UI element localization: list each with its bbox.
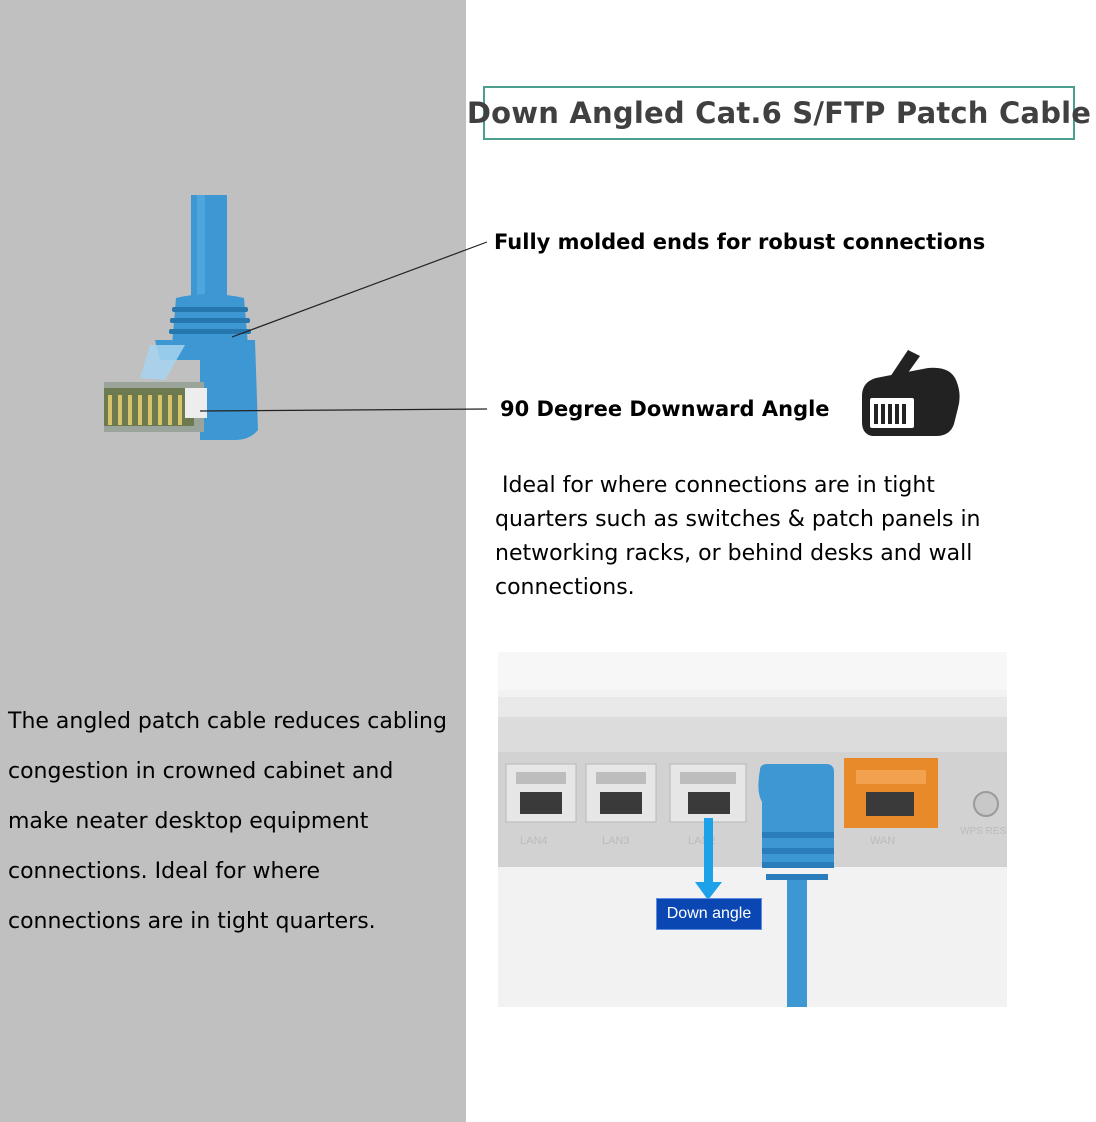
lan-port [585, 763, 657, 823]
lan-port [505, 763, 577, 823]
cable-run [787, 880, 807, 1007]
down-arrow [704, 818, 713, 884]
side-line: make neater desktop equipment [8, 809, 369, 834]
feature-description: Ideal for where connections are in tight… [495, 469, 1065, 605]
description-line: connections. [495, 575, 635, 600]
leader-line-angle [199, 408, 488, 412]
side-line: congestion in crowned cabinet and [8, 759, 394, 784]
side-line: connections are in tight quarters. [8, 909, 376, 934]
reset-label: WPS RESET [960, 826, 1007, 837]
side-description: The angled patch cable reduces cabling c… [8, 697, 463, 947]
side-line: connections. Ideal for where [8, 859, 321, 884]
wan-port [844, 758, 938, 828]
description-line: Ideal for where connections are in tight [495, 473, 935, 498]
port-label: LAN3 [602, 835, 630, 847]
reset-button [973, 791, 999, 817]
feature-molded-ends: Fully molded ends for robust connections [494, 230, 986, 254]
cable-body [191, 195, 227, 300]
port-label: WAN [870, 835, 895, 847]
rj45-plug-icon [862, 350, 960, 436]
description-line: quarters such as switches & patch panels… [495, 507, 981, 532]
down-angle-callout: Down angle [656, 898, 762, 930]
leader-line-molded [231, 241, 488, 338]
angled-cable-connector [758, 764, 834, 864]
description-line: networking racks, or behind desks and wa… [495, 541, 973, 566]
left-panel [0, 0, 466, 1122]
router-photo: LAN4 LAN3 LAN2 WAN WPS RESET [498, 652, 1007, 1007]
feature-downward-angle: 90 Degree Downward Angle [500, 397, 830, 421]
side-line: The angled patch cable reduces cabling [8, 709, 447, 734]
port-label: LAN4 [520, 835, 548, 847]
lan-port [669, 763, 747, 823]
title-box: Down Angled Cat.6 S/FTP Patch Cable [467, 86, 1091, 140]
page-title: Down Angled Cat.6 S/FTP Patch Cable [466, 96, 1092, 130]
